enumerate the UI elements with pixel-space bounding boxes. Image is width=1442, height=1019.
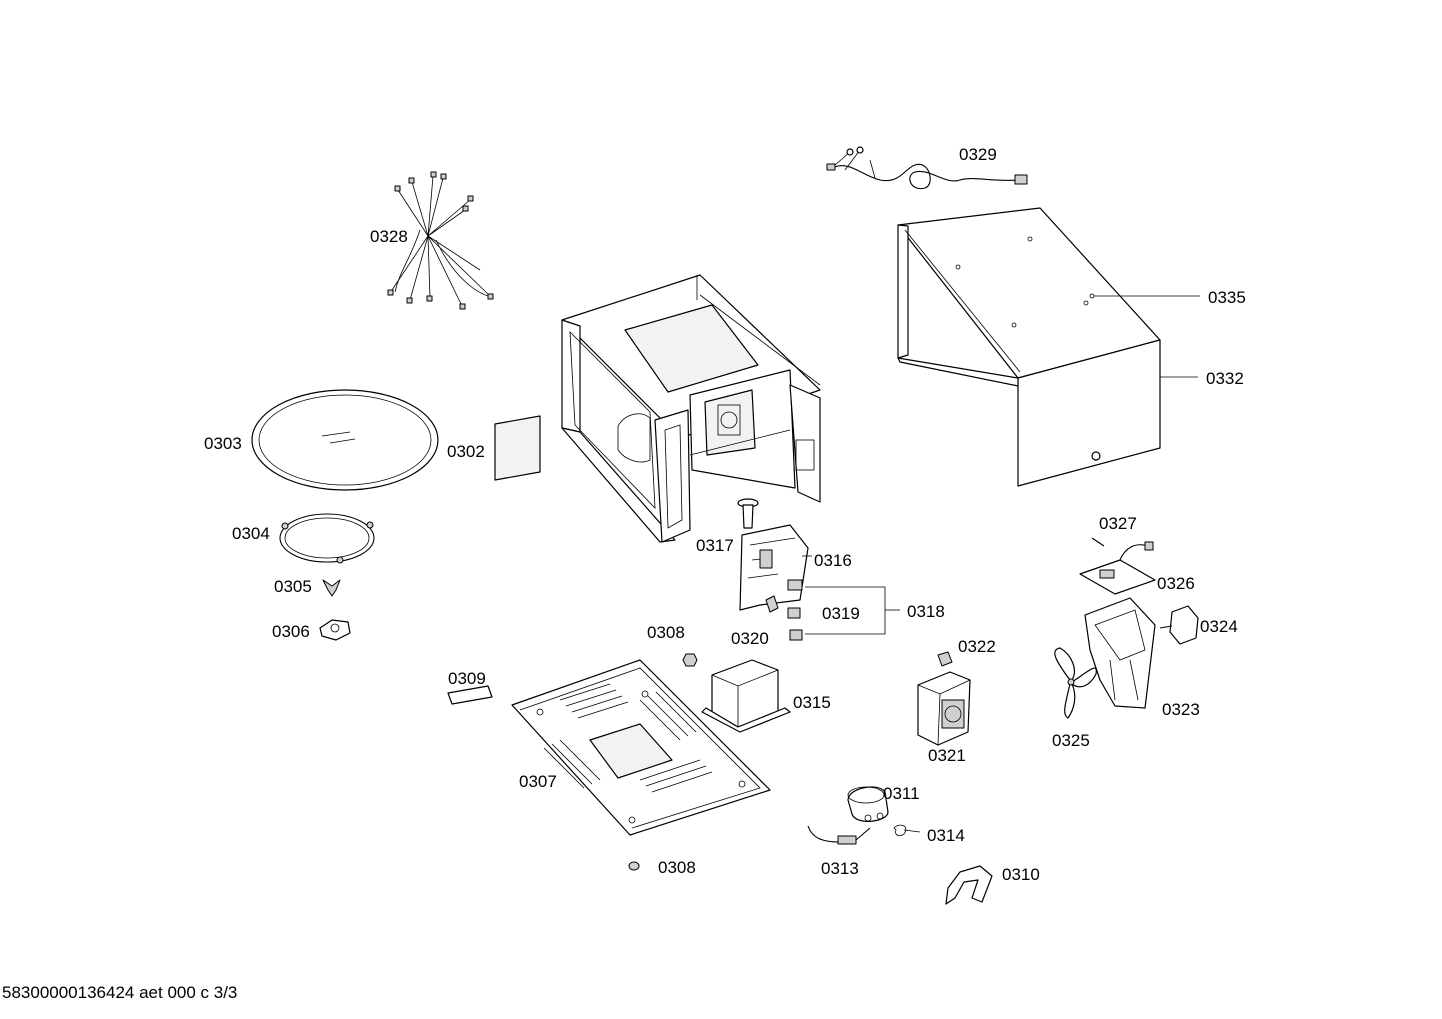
part-label-0332: 0332 <box>1206 369 1244 388</box>
part-label-0304: 0304 <box>232 524 270 543</box>
fan-duct-0323 <box>1084 597 1156 709</box>
part-label-0316: 0316 <box>814 551 852 570</box>
part-label-0327: 0327 <box>1099 514 1137 533</box>
magnetron-0321 <box>917 671 971 746</box>
leader-group-0318 <box>805 586 900 635</box>
part-label-0303: 0303 <box>204 434 242 453</box>
drawing-reference: 58300000136424 aet 000 c 3/3 <box>2 983 238 1002</box>
part-label-0302: 0302 <box>447 442 485 461</box>
part-label-0320: 0320 <box>731 629 769 648</box>
part-label-0315: 0315 <box>793 693 831 712</box>
switch-0320 <box>765 595 779 613</box>
part-label-0313: 0313 <box>821 859 859 878</box>
part-label-0326: 0326 <box>1157 574 1195 593</box>
fan-blade-0325 <box>1054 647 1097 719</box>
waveguide-cover-0302 <box>494 415 541 481</box>
transformer-0315 <box>701 659 791 733</box>
base-plate-0307 <box>511 659 771 836</box>
capacitor-0311 <box>847 786 889 822</box>
thermostat-0322 <box>937 651 953 667</box>
part-label-0321: 0321 <box>928 746 966 765</box>
switch-0319 <box>787 607 801 619</box>
stirrer-0317 <box>737 498 759 529</box>
oven-cavity <box>561 274 821 543</box>
part-label-0318: 0318 <box>907 602 945 621</box>
part-label-0308-top: 0308 <box>647 623 685 642</box>
nut-0308-bottom <box>628 861 640 871</box>
part-label-0309: 0309 <box>448 669 486 688</box>
part-label-0317: 0317 <box>696 536 734 555</box>
coupler-0305 <box>322 579 341 597</box>
part-label-0310: 0310 <box>1002 865 1040 884</box>
screw-0327 <box>1091 537 1105 547</box>
part-label-0325: 0325 <box>1052 731 1090 750</box>
diode-0313 <box>807 825 871 845</box>
part-label-0314: 0314 <box>927 826 965 845</box>
part-label-0319: 0319 <box>822 604 860 623</box>
part-label-0322: 0322 <box>958 637 996 656</box>
glass-tray-0303 <box>251 389 439 491</box>
part-label-0324: 0324 <box>1200 617 1238 636</box>
switch-bracket-0316 <box>739 524 809 611</box>
part-label-0328: 0328 <box>370 227 408 246</box>
turntable-motor-0306 <box>319 619 351 641</box>
roller-ring-0304 <box>279 513 375 564</box>
clip-0314 <box>893 824 921 837</box>
part-label-0305: 0305 <box>274 577 312 596</box>
control-board-0326 <box>1079 541 1156 595</box>
bracket-0309 <box>447 685 493 705</box>
bracket-0310 <box>945 865 993 905</box>
part-label-0311: 0311 <box>883 784 920 803</box>
outer-cover-0332 <box>897 207 1161 487</box>
part-label-0307: 0307 <box>519 772 557 791</box>
part-label-0306: 0306 <box>272 622 310 641</box>
nut-0308-top <box>682 653 698 667</box>
switch-0318b <box>789 629 803 641</box>
power-cord-0329 <box>826 146 1028 190</box>
part-label-0323: 0323 <box>1162 700 1200 719</box>
fan-motor-0324 <box>1159 605 1199 645</box>
part-label-0329: 0329 <box>959 145 997 164</box>
part-label-0308-bottom: 0308 <box>658 858 696 877</box>
wire-harness-0328 <box>387 171 494 310</box>
part-label-0335: 0335 <box>1208 288 1246 307</box>
